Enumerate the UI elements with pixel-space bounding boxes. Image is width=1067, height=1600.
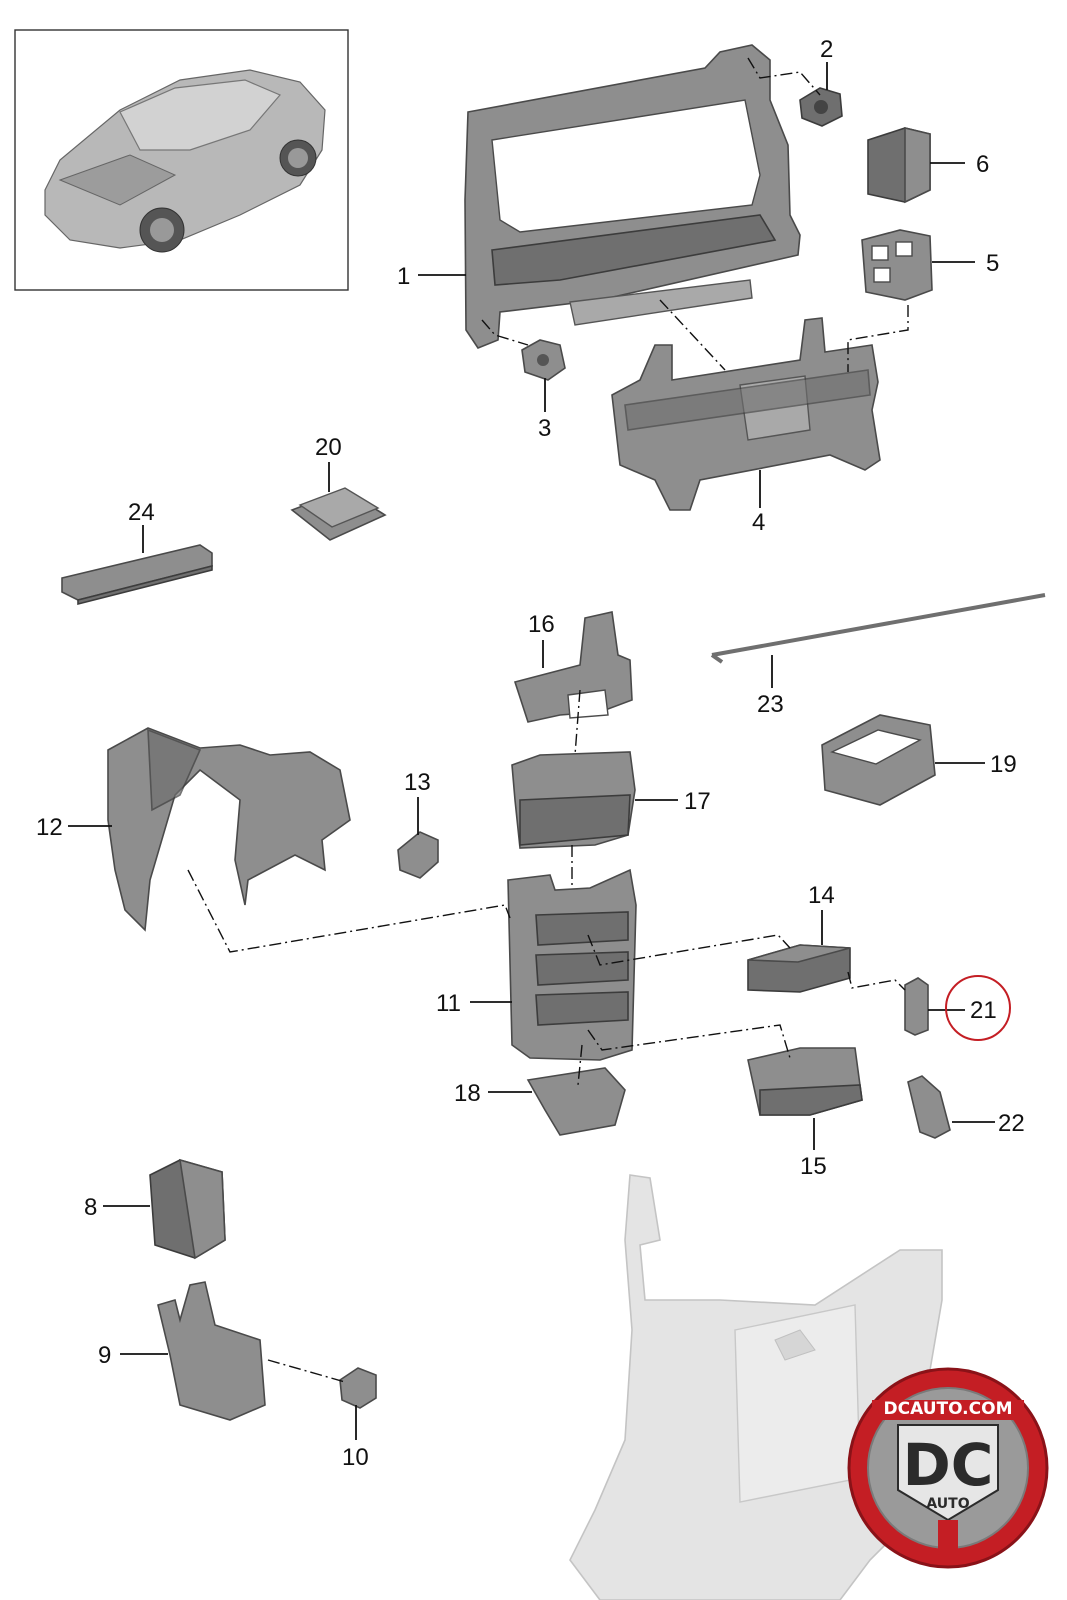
callout-18[interactable]: 18 — [454, 1080, 481, 1107]
callout-8[interactable]: 8 — [84, 1194, 97, 1221]
part-8-relay — [149, 1158, 226, 1260]
dcauto-logo: DCAUTO.COM DC AUTO — [847, 1367, 1049, 1569]
part-4-relay-bracket — [611, 317, 881, 511]
callout-19[interactable]: 19 — [990, 751, 1017, 778]
part-6-relay — [867, 126, 931, 204]
logo-letters: DC — [903, 1431, 994, 1499]
part-22-connector — [907, 1075, 951, 1139]
part-9-holder — [157, 1281, 266, 1421]
callout-6[interactable]: 6 — [976, 151, 989, 178]
callout-4[interactable]: 4 — [752, 509, 765, 536]
assembly-lines — [187, 57, 909, 1383]
callout-5[interactable]: 5 — [986, 250, 999, 277]
callout-24[interactable]: 24 — [128, 499, 155, 526]
part-13-stud-nut — [397, 831, 439, 879]
part-11-fuse-carrier — [507, 868, 637, 1061]
part-18-end-clip — [526, 1067, 626, 1136]
callout-2[interactable]: 2 — [820, 36, 833, 63]
callout-labels[interactable]: 1 2 3 4 5 6 8 9 10 11 12 13 14 15 16 17 … — [36, 36, 1025, 1471]
callout-20[interactable]: 20 — [315, 434, 342, 461]
callout-10[interactable]: 10 — [342, 1444, 369, 1471]
callout-11[interactable]: 11 — [436, 990, 461, 1017]
part-20-cover — [290, 487, 387, 541]
part-15-module — [747, 1047, 863, 1116]
callout-15[interactable]: 15 — [800, 1153, 827, 1180]
callout-17[interactable]: 17 — [684, 788, 711, 815]
part-12-holder — [107, 727, 351, 932]
logo-subtext: AUTO — [926, 1496, 969, 1512]
part-5-relay-socket — [861, 229, 933, 301]
car-icon — [44, 69, 326, 253]
callout-13[interactable]: 13 — [404, 769, 431, 796]
callout-23[interactable]: 23 — [757, 691, 784, 718]
vehicle-thumbnail — [14, 29, 349, 291]
part-14-module — [747, 944, 851, 993]
callout-9[interactable]: 9 — [98, 1342, 111, 1369]
trim-panel — [569, 1174, 943, 1600]
highlight-circle — [945, 975, 1011, 1041]
part-2-nut — [799, 87, 843, 127]
callout-22[interactable]: 22 — [998, 1110, 1025, 1137]
part-19-frame — [821, 714, 936, 806]
part-16-clip — [513, 611, 633, 723]
callout-21[interactable]: 21 — [970, 997, 997, 1024]
part-24-connector-strip — [61, 544, 213, 606]
callout-14[interactable]: 14 — [808, 882, 835, 909]
leader-lines — [68, 62, 995, 1440]
part-1-relay-carrier — [464, 44, 801, 349]
callout-16[interactable]: 16 — [528, 611, 555, 638]
callout-12[interactable]: 12 — [36, 814, 63, 841]
callout-1[interactable]: 1 — [397, 263, 410, 290]
part-23-wire — [710, 593, 1046, 664]
part-17-connector-block — [511, 751, 636, 849]
part-21-connector — [904, 977, 929, 1036]
part-3-nut — [521, 339, 566, 381]
callout-3[interactable]: 3 — [538, 415, 551, 442]
part-10-nut — [339, 1367, 377, 1409]
logo-domain-text: DCAUTO.COM — [883, 1399, 1012, 1419]
